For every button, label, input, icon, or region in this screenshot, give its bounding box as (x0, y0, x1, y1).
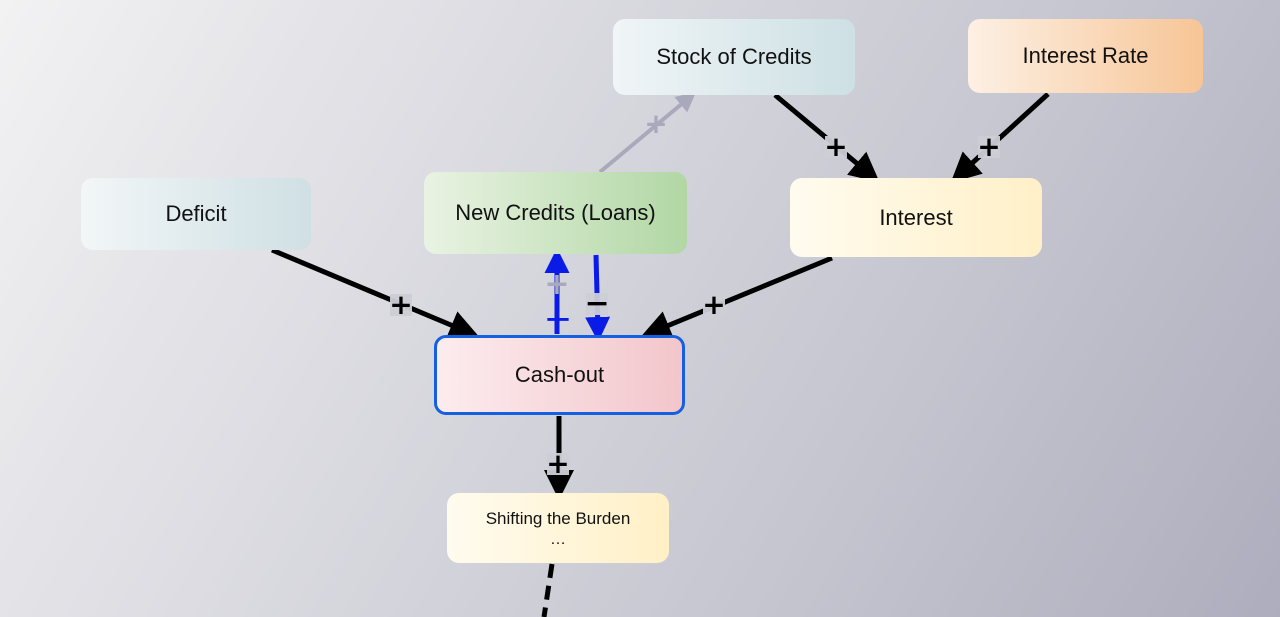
sign-credits-to-cashout: − (584, 286, 610, 321)
sign-stock-to-interest: + (824, 130, 848, 163)
sign-credits-to-stock: + (644, 106, 668, 140)
node-label: Shifting the Burden (485, 509, 631, 528)
link-rate-to-interest[interactable] (950, 92, 1050, 183)
node-deficit[interactable]: Deficit (81, 178, 311, 250)
sign-cashout-to-credits-faded: + (544, 266, 570, 302)
link-interest-to-cashout[interactable] (640, 255, 833, 340)
sign-rate-to-interest: + (977, 130, 1001, 163)
node-cash-out[interactable]: Cash-out (434, 335, 685, 415)
link-credits-to-stock[interactable] (598, 91, 697, 174)
link-burden-continuation[interactable] (541, 563, 555, 617)
node-label: Interest Rate (1022, 43, 1149, 68)
sign-interest-to-cashout: + (702, 288, 726, 321)
node-shifting-the-burden[interactable]: Shifting the Burden … (447, 493, 669, 563)
node-interest[interactable]: Interest (790, 178, 1042, 257)
link-stock-to-interest[interactable] (773, 93, 880, 183)
sign-cashout-to-credits: + (543, 299, 573, 339)
sign-deficit-to-cashout: + (389, 288, 413, 321)
node-label: Deficit (165, 201, 227, 226)
node-label: Interest (879, 204, 953, 230)
node-label: Cash-out (514, 362, 605, 387)
link-deficit-to-cashout[interactable] (271, 247, 480, 340)
node-new-credits[interactable]: New Credits (Loans) (424, 172, 687, 254)
node-label: Stock of Credits (656, 44, 812, 69)
sign-cashout-to-burden: + (546, 447, 570, 480)
node-more-indicator: … (550, 531, 566, 548)
node-stock-of-credits[interactable]: Stock of Credits (613, 19, 855, 95)
node-label: New Credits (Loans) (455, 200, 656, 225)
node-interest-rate[interactable]: Interest Rate (968, 19, 1203, 93)
